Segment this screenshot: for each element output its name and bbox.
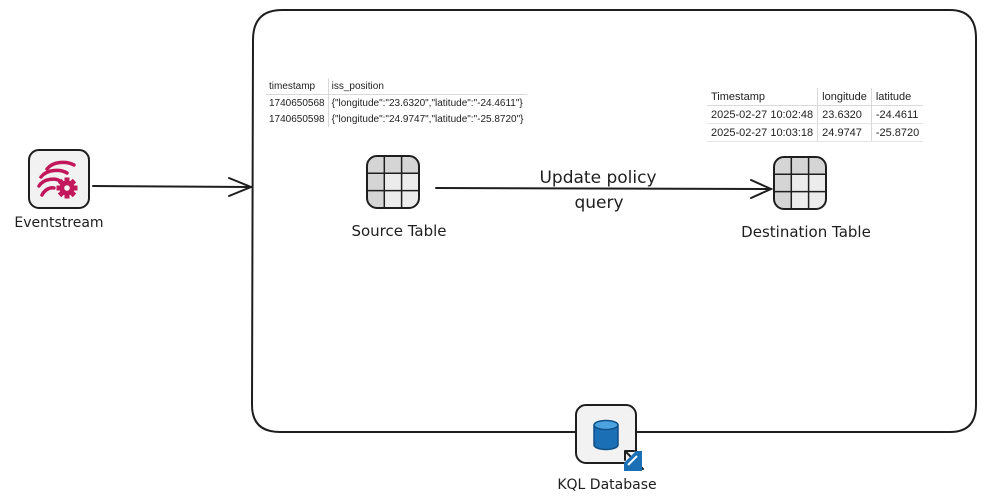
column-header: longitude [817, 88, 872, 106]
destination-table-label: Destination Table [741, 223, 871, 241]
column-header: Timestamp [707, 88, 819, 106]
eventstream-gear-icon [56, 177, 78, 199]
table-row: 2025-02-27 10:02:48 23.6320 -24.4611 [707, 105, 924, 124]
table-header-row: Timestamp longitude latitude [707, 88, 924, 106]
table-cell: 23.6320 [817, 105, 872, 124]
kql-database-icon[interactable] [575, 404, 644, 471]
table-cell: {"longitude":"24.9747","latitude":"-25.8… [331, 113, 524, 125]
ingest-arrow [92, 177, 254, 197]
table-cell: 1740650598 [266, 111, 329, 127]
kql-database-boundary [250, 9, 977, 433]
eventstream-label: Eventstream [14, 215, 103, 231]
destination-table-icon[interactable] [773, 156, 827, 210]
source-sample-table: timestamp iss_position 1740650568 {"long… [266, 78, 527, 127]
table-cell: -24.4611 [871, 105, 924, 124]
table-header-row: timestamp iss_position [266, 78, 527, 95]
kql-database-label: KQL Database [557, 477, 656, 493]
table-cell: 2025-02-27 10:03:18 [707, 123, 819, 142]
eventstream-icon[interactable] [28, 149, 90, 209]
column-header: latitude [871, 88, 924, 106]
update-policy-arrow [435, 179, 774, 199]
table-row: 1740650568 {"longitude":"23.6320","latit… [266, 94, 527, 111]
column-header: iss_position [328, 78, 527, 95]
table-cell: -25.8720 [871, 123, 924, 142]
source-table-label: Source Table [351, 222, 446, 240]
database-cylinder-icon [593, 419, 619, 451]
table-row: 1740650598 {"longitude":"24.9747","latit… [266, 111, 527, 127]
table-row: 2025-02-27 10:03:18 24.9747 -25.8720 [707, 123, 924, 142]
table-cell: 24.9747 [817, 123, 872, 142]
table-cell: 1740650568 [266, 94, 329, 111]
table-cell: 2025-02-27 10:02:48 [707, 105, 819, 124]
source-table-icon[interactable] [366, 155, 420, 209]
destination-sample-table: Timestamp longitude latitude 2025-02-27 … [707, 88, 924, 142]
column-header: timestamp [266, 78, 329, 95]
update-policy-label: Update policy [539, 168, 656, 188]
update-policy-query-label: query [574, 193, 623, 213]
kql-database-corner-arrow-icon [624, 450, 644, 471]
table-cell: {"longitude":"23.6320","latitude":"-24.4… [331, 97, 523, 109]
